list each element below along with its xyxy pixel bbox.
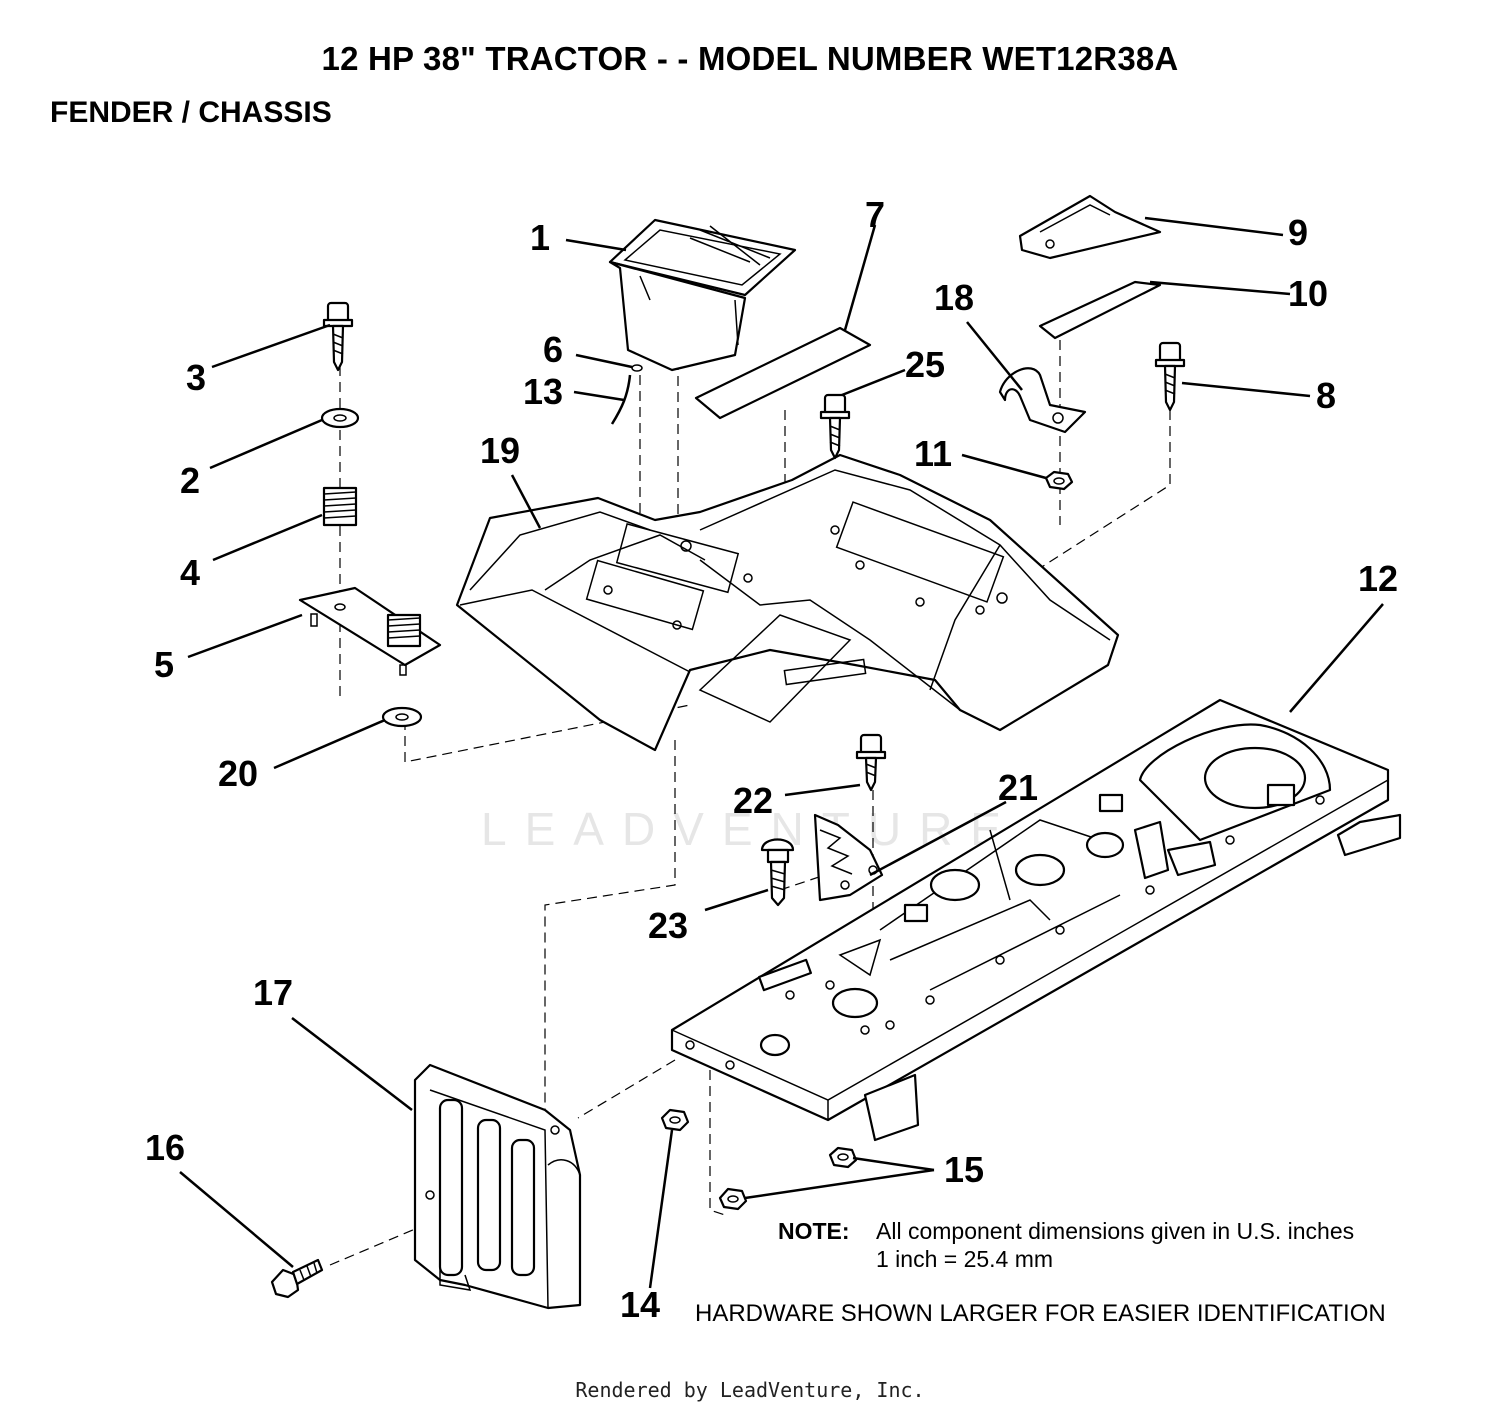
- plate-part-5[interactable]: [298, 586, 442, 676]
- cup-holder-part-1[interactable]: [608, 218, 797, 372]
- callout-2: 2: [180, 460, 200, 501]
- note-label: NOTE:: [778, 1218, 850, 1244]
- callout-1: 1: [530, 217, 550, 258]
- callout-8: 8: [1316, 375, 1336, 416]
- callout-23: 23: [648, 905, 688, 946]
- callout-14: 14: [620, 1284, 660, 1325]
- hardware-note: HARDWARE SHOWN LARGER FOR EASIER IDENTIF…: [695, 1300, 1386, 1327]
- callout-7: 7: [865, 194, 885, 235]
- callout-17: 17: [253, 972, 293, 1013]
- bolt-part-8[interactable]: [1154, 341, 1186, 412]
- watermark: LEADVENTURE: [481, 803, 1019, 855]
- fender-part-19[interactable]: [455, 453, 1120, 752]
- washer-part-2[interactable]: [320, 407, 360, 429]
- leader-lines: [179, 216, 1384, 1289]
- callout-22: 22: [733, 780, 773, 821]
- chassis-part-12[interactable]: [670, 698, 1402, 1142]
- tube-part-13[interactable]: [610, 374, 632, 425]
- nut-part-15b[interactable]: [718, 1187, 748, 1211]
- nut-part-15a[interactable]: [828, 1146, 858, 1169]
- diagram-subtitle: FENDER / CHASSIS: [50, 96, 332, 129]
- callout-19: 19: [480, 430, 520, 471]
- clamp-part-6[interactable]: [631, 364, 643, 372]
- clamp-part-18[interactable]: [998, 367, 1087, 434]
- callout-10: 10: [1288, 273, 1328, 314]
- callout-20: 20: [218, 753, 258, 794]
- callout-25: 25: [905, 344, 945, 385]
- footer-credit: Rendered by LeadVenture, Inc.: [575, 1378, 925, 1402]
- spring-part-4[interactable]: [322, 486, 358, 527]
- plate-part-10[interactable]: [1038, 280, 1162, 340]
- diagram-title: 12 HP 38" TRACTOR - - MODEL NUMBER WET12…: [321, 40, 1179, 77]
- callout-5: 5: [154, 644, 174, 685]
- note-line-2: 1 inch = 25.4 mm: [876, 1246, 1054, 1272]
- carriage-bolt-part-23[interactable]: [760, 838, 795, 907]
- callout-18: 18: [934, 277, 974, 318]
- bolt-part-22[interactable]: [855, 733, 887, 792]
- callout-12: 12: [1358, 558, 1398, 599]
- dimension-note: NOTE: All component dimensions given in U…: [778, 1217, 1354, 1273]
- callout-13: 13: [523, 371, 563, 412]
- callout-4: 4: [180, 552, 200, 593]
- bolt-part-16[interactable]: [270, 1258, 324, 1299]
- bracket-part-21[interactable]: [813, 813, 884, 902]
- note-line-1: All component dimensions given in U.S. i…: [876, 1218, 1355, 1244]
- callout-15: 15: [944, 1149, 984, 1190]
- washer-part-20[interactable]: [381, 706, 423, 728]
- decal-part-7[interactable]: [694, 326, 872, 420]
- callout-16: 16: [145, 1127, 185, 1168]
- bolt-part-25[interactable]: [819, 393, 851, 460]
- callout-numbers: 1 2 3 4 5 6 7 8 9 10 11 12 13 14 15 16 1…: [145, 194, 1398, 1325]
- callout-3: 3: [186, 357, 206, 398]
- bolt-part-3[interactable]: [322, 301, 354, 372]
- nut-part-11[interactable]: [1044, 470, 1074, 491]
- callout-9: 9: [1288, 212, 1308, 253]
- callout-21: 21: [998, 767, 1038, 808]
- callout-11: 11: [914, 433, 952, 474]
- panel-part-17[interactable]: [413, 1063, 582, 1310]
- plate-part-9[interactable]: [1018, 194, 1162, 260]
- callout-6: 6: [543, 329, 563, 370]
- nut-part-14[interactable]: [660, 1108, 690, 1132]
